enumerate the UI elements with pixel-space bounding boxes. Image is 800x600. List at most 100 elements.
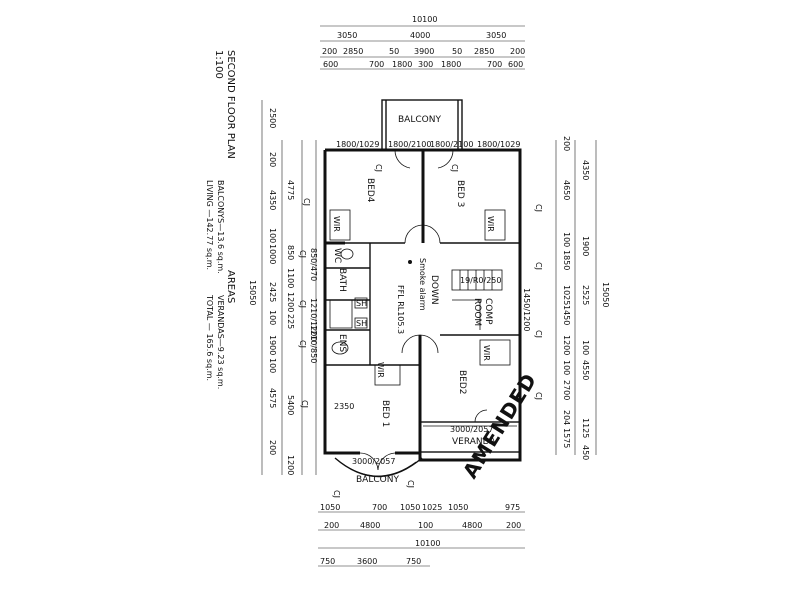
dim-top-r4-3: 300 [418, 60, 433, 69]
plan-title: SECOND FLOOR PLAN [225, 50, 236, 159]
dim-left-a-7: 1900 [268, 335, 277, 355]
right-dim-labels-b: 4350 1900 2525 100 4550 1125 450 [581, 160, 590, 460]
opening-left-v1: 850/470 [309, 248, 318, 281]
dim-right-b-2: 2525 [581, 285, 590, 305]
room-comp: COMP [483, 298, 493, 325]
dim-right-b-5: 1125 [581, 418, 590, 438]
cj-marker: CJ [374, 164, 383, 172]
dim-left-b-1: 850 [286, 245, 295, 260]
room-room: ROOM [472, 298, 482, 326]
dim-top-r4-1: 700 [369, 60, 384, 69]
dim-bot-r4-2: 750 [406, 557, 421, 566]
dim-right-a-7: 100 [562, 360, 571, 375]
room-bed4: BED4 [365, 178, 375, 203]
dim-top-r2-1: 4000 [410, 31, 430, 40]
areas-balconys: BALCONYS—13.6 sq.m. [216, 180, 225, 274]
dim-top-r4-0: 600 [323, 60, 338, 69]
dim-top-r3-6: 200 [510, 47, 525, 56]
dim-top-r3-2: 50 [389, 47, 399, 56]
dim-left-a-4: 1000 [268, 244, 277, 264]
cj-marker: CJ [298, 250, 307, 258]
dim-right-b-6: 450 [581, 445, 590, 460]
dim-bot-overall: 10100 [415, 539, 440, 548]
opening-left-v2: 1210/1200 [309, 298, 318, 341]
dim-right-a-6: 1200 [562, 335, 571, 355]
room-ens: ENS [337, 334, 347, 352]
room-wir-bed1: WIR [376, 362, 385, 378]
dim-left-a-10: 200 [268, 440, 277, 455]
opening-veranda-door: 3000/2057 [450, 425, 493, 434]
dim-bot-r1-4: 1050 [448, 503, 468, 512]
dim-right-a-9: 204 [562, 410, 571, 425]
dim-right-a-1: 4650 [562, 180, 571, 200]
opening-labels: 1800/1029 1800/2100 1800/2100 1800/1029 … [309, 140, 531, 466]
dim-bot-r2-4: 200 [506, 521, 521, 530]
room-stair-note: 19/R0/250 [460, 276, 502, 285]
dim-bot-r4-0: 750 [320, 557, 335, 566]
cj-marker: CJ [298, 340, 307, 348]
dim-right-a-10: 1575 [562, 428, 571, 448]
room-smoke: Smoke alarm [418, 258, 427, 311]
room-wc: WC [332, 248, 342, 263]
cj-marker: CJ [534, 262, 543, 270]
areas-block: AREAS BALCONYS—13.6 sq.m. VERANDAS—9.23 … [205, 180, 236, 389]
dim-right-b-0: 4350 [581, 160, 590, 180]
opening-top1: 1800/1029 [336, 140, 379, 149]
dim-top-r4-5: 700 [487, 60, 502, 69]
cj-marker: CJ [534, 392, 543, 400]
dim-right-b-4: 4550 [581, 360, 590, 380]
dim-left-a-1: 200 [268, 152, 277, 167]
opening-left-v3: 1210/850 [309, 325, 318, 363]
dim-right-b-1: 1900 [581, 236, 590, 256]
dim-right-a-2: 100 [562, 232, 571, 247]
dim-left-a-6: 100 [268, 310, 277, 325]
opening-top4: 1800/1029 [477, 140, 520, 149]
dim-right-overall: 15050 [601, 282, 610, 307]
left-dim-overall: 15050 [248, 280, 257, 305]
dim-top-overall: 10100 [412, 15, 437, 24]
dim-left-overall: 15050 [248, 280, 257, 305]
room-bed3: BED 3 [455, 180, 465, 207]
dim-right-a-0: 200 [562, 136, 571, 151]
opening-right-v1: 1450/1200 [522, 288, 531, 331]
dim-bot-r2-2: 100 [418, 521, 433, 530]
dim-top-r4-2: 1800 [392, 60, 412, 69]
cj-marker: CJ [534, 330, 543, 338]
opening-balcony-door: 3000/2057 [352, 457, 395, 466]
dim-bot-r2-1: 4800 [360, 521, 380, 530]
cj-marker: CJ [298, 300, 307, 308]
left-dim-labels-b: 4775 850 1100 1200 225 5400 1200 [286, 180, 295, 475]
title-block: SECOND FLOOR PLAN 1:100 [213, 50, 236, 159]
opening-bed1-size: 2350 [334, 402, 354, 411]
right-dim-overall: 15050 [601, 282, 610, 307]
dim-top-r3-3: 3900 [414, 47, 434, 56]
dim-bot-r2-0: 200 [324, 521, 339, 530]
dim-top-r3-0: 200 [322, 47, 337, 56]
room-balcony-top: BALCONY [398, 115, 441, 125]
dim-right-a-4: 1025 [562, 285, 571, 305]
cj-marker: CJ [332, 490, 341, 498]
dim-left-a-2: 4350 [268, 190, 277, 210]
room-sh2: SH [356, 319, 367, 328]
opening-top2: 1800/2100 [388, 140, 431, 149]
dim-left-b-4: 225 [286, 314, 295, 329]
cj-marker: CJ [450, 164, 459, 172]
dim-left-b-3: 1200 [286, 292, 295, 312]
room-sh1: SH [356, 299, 367, 308]
building-walls [323, 99, 522, 478]
left-dimensions [261, 100, 317, 475]
dim-left-b-5: 5400 [286, 395, 295, 415]
dim-left-a-8: 100 [268, 358, 277, 373]
areas-verandas: VERANDAS—9.23 sq.m. [216, 295, 225, 389]
dim-bot-r1-0: 1050 [320, 503, 340, 512]
areas-heading: AREAS [225, 270, 236, 303]
room-balcony-bottom: BALCONY [356, 475, 399, 485]
dim-right-b-3: 100 [581, 340, 590, 355]
right-dim-labels-a: 200 4650 100 1850 1025 1450 1200 100 270… [562, 136, 571, 448]
top-dimensions: 10100 3050 4000 3050 200 2850 50 3900 50… [320, 15, 525, 70]
right-dimensions [555, 140, 597, 455]
dim-bot-r1-2: 1050 [400, 503, 420, 512]
room-bed2: BED2 [457, 370, 467, 395]
areas-total: TOTAL — 165.6 sq.m. [205, 294, 214, 381]
